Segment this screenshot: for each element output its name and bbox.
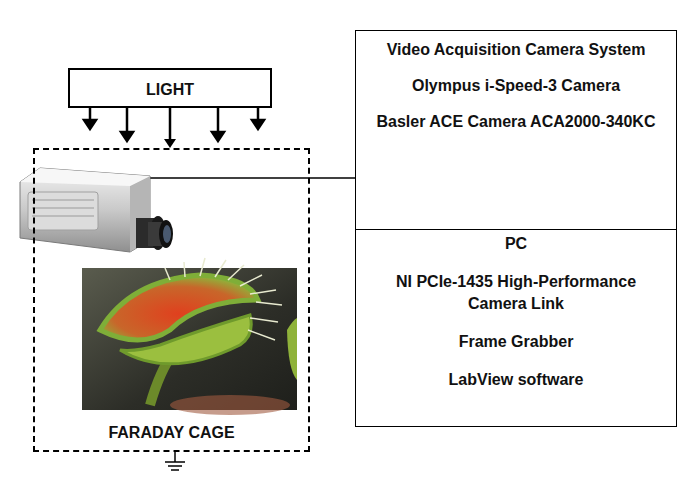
node-text: Basler ACE Camera ACA2000-340KC	[376, 111, 656, 133]
light-arrows	[84, 108, 264, 141]
node-text: Frame Grabber	[376, 331, 656, 353]
node-title: Video Acquisition Camera System	[376, 39, 656, 61]
node-text: Olympus i-Speed-3 Camera	[376, 75, 656, 97]
node-title: FARADAY CAGE	[41, 422, 302, 444]
connector	[310, 178, 355, 179]
connector	[164, 108, 176, 148]
node-title: LIGHT	[76, 79, 264, 101]
camera-cable	[150, 177, 310, 179]
node-text: NI PCIe-1435 High-Performance Camera Lin…	[376, 271, 656, 315]
flytrap-photo	[82, 258, 297, 415]
faraday-cage: FARADAY CAGE	[33, 148, 310, 452]
pc-box: PC NI PCIe-1435 High-Performance Camera L…	[355, 229, 677, 427]
node-title: PC	[376, 233, 656, 255]
camera-picture	[20, 168, 173, 252]
node-text: LabView software	[376, 369, 656, 391]
acquisition-box: Video Acquisition Camera SystemOlympus i…	[355, 30, 677, 230]
light-box: LIGHT	[68, 68, 272, 108]
ground-symbol	[165, 452, 185, 470]
